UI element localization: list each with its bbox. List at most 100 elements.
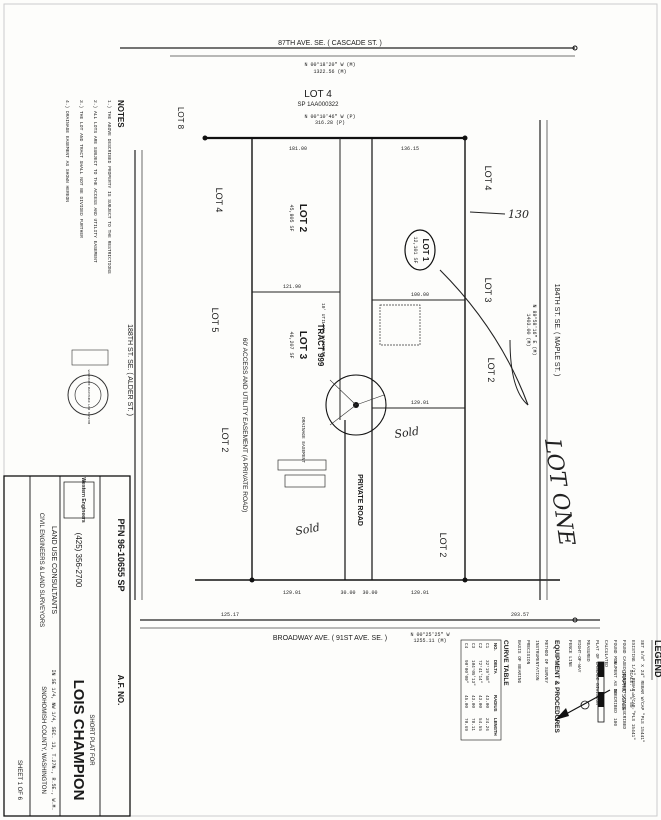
- notes-block: NOTES 1.) THE ABOVE DESCRIBED PROPERTY I…: [64, 100, 125, 274]
- plat-type: SHORT PLAT FOR: [88, 714, 94, 766]
- monument-icon: [202, 135, 208, 141]
- curve-cell: C4: [463, 643, 468, 649]
- handwritten-lot-one: LOT ONE: [539, 436, 579, 547]
- curve-cell: C2: [477, 643, 482, 649]
- legend-title: LEGEND: [653, 640, 661, 678]
- legend-item-3: FOUND CASED MONUMENT AS DESCRIBED: [621, 640, 627, 729]
- curve-cell: 24.26: [484, 718, 489, 731]
- curve-cell: 72°41'14": [477, 660, 482, 683]
- drain-easement-label: DRAINAGE EASEMENT: [300, 417, 306, 463]
- plat-location: IN SE 1/4, NW 1/4, SEC. 13, T.27N., R.5E…: [50, 669, 56, 810]
- af-number: A.F. NO.: [116, 675, 125, 706]
- dim-30a: 30.00: [340, 590, 355, 596]
- monument-icon: [572, 617, 578, 623]
- graphic-scale: GRAPHIC SCALE 0 50 100 SCALE: 1" = 50': [597, 661, 634, 726]
- scale-seg-2: [598, 692, 604, 707]
- curve-cell: 54.55: [477, 718, 482, 731]
- monument-icon: [249, 577, 255, 583]
- dim-136: 136.15: [401, 146, 419, 152]
- title-block-frame: [3, 475, 131, 817]
- north-bearing: N 00°18'20" W (M): [304, 62, 355, 68]
- north-mid-distance: 316.28 (P): [315, 120, 345, 126]
- scale-tick-50: 50: [612, 689, 618, 695]
- curve-row: C4 90°00'00" 45.00 70.69: [463, 643, 468, 731]
- lot2-south-label: LOT 2: [438, 533, 448, 558]
- scale-seg-1: [598, 662, 604, 677]
- easement-label: 60' ACCESS AND UTILITY EASEMENT (A PRIVA…: [241, 338, 248, 513]
- curve-row: C1 32°19'58" 43.00 24.26: [484, 643, 489, 731]
- legend-item-1: SET 5/8" X 24" REBAR W/CAP "PLS 15441": [639, 640, 645, 743]
- legend-item-8: RIGHT-OF-WAY: [576, 640, 582, 673]
- handwritten-130: 130: [508, 208, 529, 221]
- dim-100: 100.00: [411, 292, 429, 298]
- firm-services: LAND USE CONSULTANTS: [50, 526, 57, 614]
- private-road-label: PRIVATE ROAD: [356, 474, 363, 526]
- curve-header-delta: DELTA: [493, 660, 498, 674]
- west-street-label: 188TH ST. SE. ( ALDER ST. ): [126, 324, 133, 416]
- monument-icon: [462, 135, 468, 141]
- lot2-mid-label: LOT 2: [220, 428, 230, 453]
- north-distance: 1322.56 (M): [313, 69, 346, 75]
- dim-129a: 129.01: [411, 400, 429, 406]
- dim-125: 125.17: [221, 612, 239, 618]
- monument-icon: [462, 577, 468, 583]
- curve-header-no: NO.: [493, 643, 498, 651]
- curve-row: C3 104°05'13" 43.00 78.11: [470, 643, 475, 731]
- curve-cell: 78.11: [470, 718, 475, 731]
- legend-item-2: EXISTING 1/2" REBAR W/CAP "PLS 15441": [630, 640, 636, 740]
- lot3-area: 46,207 SF: [288, 331, 294, 358]
- curve-cell: 43.00: [484, 695, 489, 708]
- drain-box-2: [284, 474, 326, 488]
- monument-marks: [202, 45, 578, 623]
- firm-sub: CIVIL ENGINEERS & LAND SURVEYORS: [38, 513, 44, 627]
- file-number: PFN 96-10655 SP: [116, 518, 126, 591]
- curve-cell: 43.00: [477, 695, 482, 708]
- lot3-east-label: LOT 3: [483, 278, 493, 303]
- page-frame: [3, 3, 658, 817]
- east-street-label: 184TH ST. SE. ( MAPLE ST. ): [553, 284, 560, 377]
- note-1: 1.) THE ABOVE DESCRIBED PROPERTY IS SUBJ…: [106, 100, 112, 274]
- curve-cell: 70.69: [463, 718, 468, 731]
- scale-tick-100: 100: [612, 718, 618, 726]
- dim-120: 120.01: [411, 590, 429, 596]
- north-mid-bearing: N 00°10'46" W (P): [304, 114, 355, 120]
- seal-box: [71, 349, 109, 366]
- handwritten-arrow-2: [509, 339, 529, 406]
- firm-logo: [63, 481, 95, 519]
- sp-north-label: SP 1AA000322: [298, 102, 340, 108]
- curve-cell: 45.00: [463, 695, 468, 708]
- lot3-label: LOT 3: [297, 331, 308, 360]
- curve-cell: 104°05'13": [470, 660, 475, 686]
- curve-table-title: CURVE TABLE: [502, 640, 509, 686]
- south-distance: 1255.11 (M): [413, 638, 446, 644]
- radius-line-3: [355, 394, 385, 406]
- util-easement-label: 10' UTILITY EASEMENT: [320, 303, 326, 357]
- radius-line-1: [329, 379, 357, 406]
- curve-cell: 32°19'58": [484, 660, 489, 683]
- lot8-label: LOT 8: [176, 107, 185, 130]
- dim-30b: 30.00: [362, 590, 377, 596]
- sheet-number: SHEET 1 OF 6: [16, 760, 22, 801]
- tract-label: TRACT 999: [316, 324, 325, 367]
- precision: PRECISION: [525, 640, 531, 665]
- lot2-label: LOT 2: [297, 204, 308, 233]
- handwritten-sold-2: Sold: [294, 521, 321, 538]
- note-4: 4.) DRAINAGE EASEMENT AS SHOWN HEREON: [64, 100, 70, 202]
- equipment-title: EQUIPMENT & PROCEDURES: [553, 640, 560, 733]
- curve-row: C2 72°41'14" 43.00 54.55: [477, 643, 482, 731]
- curve-header-length: LENGTH: [493, 718, 498, 736]
- monument-icon: [572, 45, 578, 51]
- curve-cell: C3: [470, 643, 475, 649]
- drain-box-1: [277, 459, 327, 471]
- handwritten-arrow: [439, 269, 529, 406]
- lot1-label: LOT 1: [421, 239, 430, 262]
- lot1-area: 12,101 SF: [412, 236, 418, 263]
- lot4-north-label: LOT 4: [304, 89, 332, 100]
- east-distance: 1403.00 (M): [525, 313, 531, 346]
- surveyor-seal-inner: [74, 381, 102, 409]
- legend-block: LEGEND SET 5/8" X 24" REBAR W/CAP "PLS 1…: [460, 639, 661, 743]
- basis-bearing: BASIS OF BEARING: [516, 640, 522, 684]
- seal-text: WASHINGTON REGISTERED LAND SURVEYOR: [87, 370, 90, 425]
